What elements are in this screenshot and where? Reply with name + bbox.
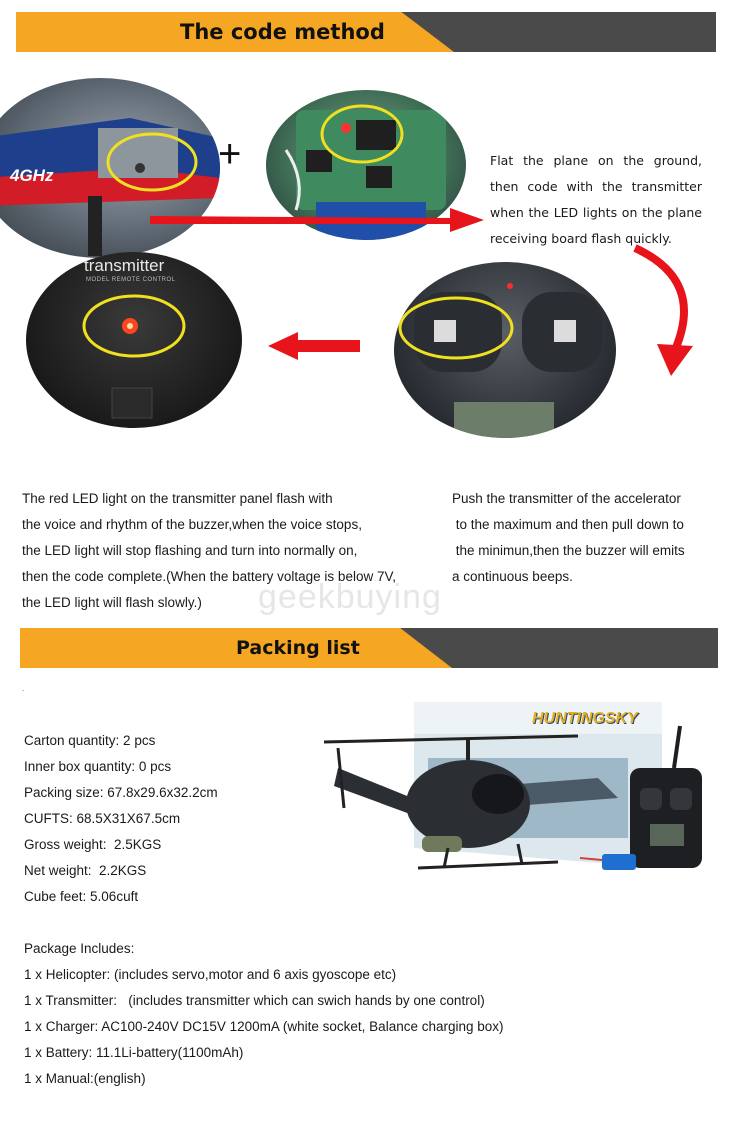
box-brand-label: HUNTINGSKY	[532, 710, 638, 727]
spec-cufts: CUFTS: 68.5X31X67.5cm	[24, 811, 181, 826]
spec-inner-box-quantity: Inner box quantity: 0 pcs	[24, 759, 172, 774]
step3-line: The red LED light on the transmitter pan…	[22, 491, 333, 506]
transmitter-sublabel: MODEL REMOTE CONTROL	[86, 277, 176, 283]
code-method-title: The code method	[180, 20, 385, 44]
heli-frequency-label: 4GHz	[10, 166, 54, 185]
step2-line: Push the transmitter of the accelerator	[452, 491, 681, 506]
packing-list-banner: Packing list	[20, 628, 718, 668]
watermark: geekbuying	[258, 578, 442, 616]
stray-dot: .	[22, 684, 25, 693]
include-transmitter: 1 x Transmitter: (includes transmitter w…	[24, 993, 485, 1008]
include-charger: 1 x Charger: AC100-240V DC15V 1200mA (wh…	[24, 1019, 504, 1034]
step2-line: a continuous beeps.	[452, 569, 573, 584]
red-arrow-right	[150, 208, 484, 232]
step1-text: Flat the plane on the ground, then code …	[490, 153, 702, 246]
spec-packing-size: Packing size: 67.8x29.6x32.2cm	[24, 785, 218, 800]
red-curved-arrow	[633, 244, 693, 376]
helicopter-receiver-photo: 4GHz	[0, 78, 220, 258]
step3-line: the LED light will flash slowly.)	[22, 595, 202, 610]
code-method-banner: The code method	[16, 12, 716, 52]
transmitter-sticks-photo	[394, 262, 616, 438]
plus-sign: +	[218, 132, 242, 176]
include-battery: 1 x Battery: 11.1Li-battery(1100mAh)	[24, 1045, 244, 1060]
spec-cube-feet: Cube feet: 5.06cuft	[24, 889, 139, 904]
packing-list-title: Packing list	[236, 637, 360, 659]
spec-gross-weight: Gross weight: 2.5KGS	[24, 837, 162, 852]
step2-line: to the maximum and then pull down to	[452, 517, 684, 532]
transmitter-led-photo: transmitter MODEL REMOTE CONTROL	[26, 252, 242, 428]
step3-line: the voice and rhythm of the buzzer,when …	[22, 517, 362, 532]
step2-line: the minimun,then the buzzer will emits	[452, 543, 685, 558]
banner-orange-band	[20, 628, 452, 668]
banner-orange-band	[16, 12, 454, 52]
step3-line: then the code complete.(When the battery…	[22, 569, 396, 584]
spec-net-weight: Net weight: 2.2KGS	[24, 863, 147, 878]
transmitter-label: transmitter	[84, 256, 165, 275]
spec-carton-quantity: Carton quantity: 2 pcs	[24, 733, 156, 748]
receiver-board-photo	[266, 90, 466, 240]
red-arrow-left	[268, 332, 360, 360]
include-helicopter: 1 x Helicopter: (includes servo,motor an…	[24, 967, 397, 982]
include-manual: 1 x Manual:(english)	[24, 1071, 146, 1086]
package-includes-title: Package Includes:	[24, 941, 135, 956]
step3-line: the LED light will stop flashing and tur…	[22, 543, 358, 558]
product-package-photo: HUNTINGSKY	[318, 698, 710, 898]
